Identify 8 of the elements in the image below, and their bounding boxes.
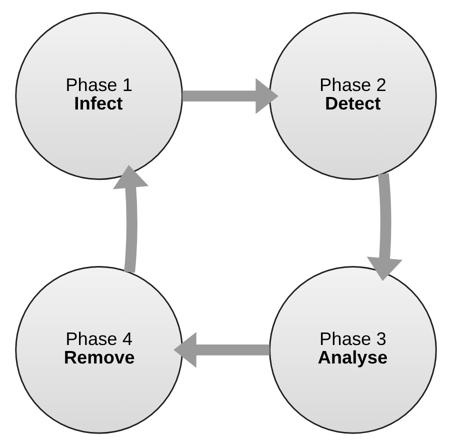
node-circle: Phase 4 Remove (15, 266, 183, 434)
arrow (174, 332, 270, 368)
arrow (112, 164, 149, 273)
arrow (366, 173, 403, 281)
node-circle: Phase 3 Analyse (269, 266, 437, 434)
arrow (182, 78, 278, 114)
node-circle: Phase 1 Infect (15, 12, 183, 180)
node-circle: Phase 2 Detect (269, 12, 437, 180)
